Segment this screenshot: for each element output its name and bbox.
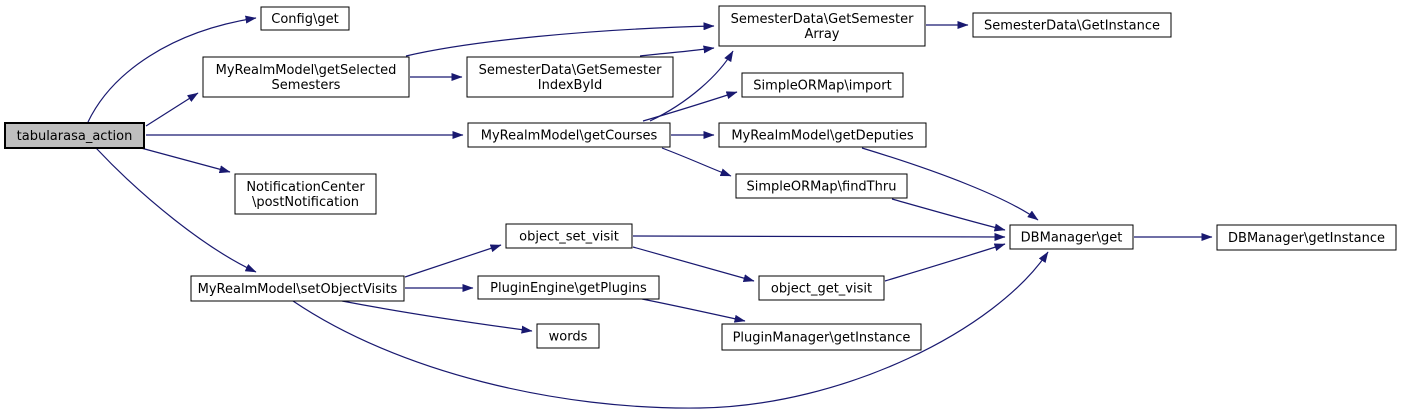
nodes-layer: tabularasa_action Config\getMyRealmModel\… xyxy=(4,5,1397,351)
edge-getselectedsemesters-getsemesterarray xyxy=(405,22,715,57)
node-box[interactable] xyxy=(972,12,1172,38)
node-label: PluginEngine\getPlugins xyxy=(490,281,647,296)
node-box[interactable] xyxy=(1009,224,1134,250)
edge-setobjectvisits-words xyxy=(341,300,533,334)
node-label: words xyxy=(549,330,588,345)
edge-findthru-dbmanager_get xyxy=(891,198,1006,232)
node-label: SemesterData\GetInstance xyxy=(984,19,1160,34)
node-label: MyRealmModel\setObjectVisits xyxy=(198,282,398,297)
edge-getcourses-findthru xyxy=(661,147,732,177)
node-label: MyRealmModel\getSelected xyxy=(216,63,397,78)
node-label: NotificationCenter xyxy=(246,180,365,195)
node-box[interactable] xyxy=(202,56,410,98)
node-config_get[interactable]: Config\get xyxy=(260,6,350,31)
node-object_get_visit[interactable]: object_get_visit xyxy=(758,275,885,301)
node-box[interactable] xyxy=(477,275,660,300)
node-postnotification[interactable]: NotificationCenter\postNotification xyxy=(234,173,377,215)
node-box[interactable] xyxy=(505,223,633,249)
node-box[interactable] xyxy=(536,323,600,349)
node-simpleormap_import[interactable]: SimpleORMap\import xyxy=(741,72,904,98)
node-pluginmanager_getinstance[interactable]: PluginManager\getInstance xyxy=(721,323,922,351)
node-label: tabularasa_action xyxy=(17,129,133,144)
edge-object_get_visit-dbmanager_get xyxy=(884,243,1006,282)
node-box[interactable] xyxy=(1216,224,1397,251)
node-box[interactable] xyxy=(467,122,671,148)
node-label: SimpleORMap\import xyxy=(753,79,891,94)
node-box[interactable] xyxy=(466,56,674,98)
node-label: Config\get xyxy=(271,12,338,27)
node-label: PluginManager\getInstance xyxy=(733,331,911,346)
node-label: Array xyxy=(804,27,839,42)
node-box[interactable] xyxy=(260,6,350,31)
node-box[interactable] xyxy=(721,323,922,351)
node-label: object_set_visit xyxy=(519,230,619,245)
edge-getsemesterindexbyid-getsemesterarray xyxy=(639,45,715,57)
node-setobjectvisits[interactable]: MyRealmModel\setObjectVisits xyxy=(190,275,405,302)
node-words[interactable]: words xyxy=(536,323,600,349)
node-getcourses[interactable]: MyRealmModel\getCourses xyxy=(467,122,671,148)
edge-tabularasa_action-config_get xyxy=(87,15,257,123)
edge-setobjectvisits-dbmanager_get xyxy=(292,251,1049,409)
node-label: DBManager\getInstance xyxy=(1228,231,1385,246)
node-label: IndexById xyxy=(538,78,603,93)
node-label: Semesters xyxy=(272,78,341,93)
node-box[interactable] xyxy=(234,173,377,215)
node-findthru[interactable]: SimpleORMap\findThru xyxy=(735,173,908,199)
node-semesterdata_getinstance[interactable]: SemesterData\GetInstance xyxy=(972,12,1172,38)
node-label: SemesterData\GetSemester xyxy=(731,12,914,27)
node-label: \postNotification xyxy=(252,195,359,210)
node-object_set_visit[interactable]: object_set_visit xyxy=(505,223,633,249)
edge-tabularasa_action-postnotification xyxy=(140,147,231,174)
node-box-highlighted[interactable] xyxy=(4,122,145,149)
node-box[interactable] xyxy=(718,122,927,148)
node-label: MyRealmModel\getCourses xyxy=(481,129,658,144)
node-tabularasa_action[interactable]: tabularasa_action xyxy=(4,122,145,149)
edge-getcourses-getsemesterarray xyxy=(649,50,734,122)
edge-object_set_visit-object_get_visit xyxy=(632,246,755,283)
node-label: DBManager\get xyxy=(1021,231,1123,246)
edge-tabularasa_action-setobjectvisits xyxy=(95,147,257,273)
node-label: MyRealmModel\getDeputies xyxy=(731,129,914,144)
node-dbmanager_getinstance[interactable]: DBManager\getInstance xyxy=(1216,224,1397,251)
node-box[interactable] xyxy=(735,173,908,199)
edge-object_set_visit-dbmanager_get xyxy=(632,232,1006,241)
node-getplugins[interactable]: PluginEngine\getPlugins xyxy=(477,275,660,300)
node-box[interactable] xyxy=(718,5,926,47)
node-label: SimpleORMap\findThru xyxy=(747,180,897,195)
node-box[interactable] xyxy=(190,275,405,302)
edge-setobjectvisits-object_set_visit xyxy=(404,244,502,278)
node-box[interactable] xyxy=(741,72,904,98)
node-getdeputies[interactable]: MyRealmModel\getDeputies xyxy=(718,122,927,148)
edge-tabularasa_action-getselectedsemesters xyxy=(145,92,199,127)
edge-getcourses-simpleormap_import xyxy=(642,91,738,122)
edge-getdeputies-dbmanager_get xyxy=(861,147,1039,221)
edges-layer xyxy=(87,15,1213,409)
node-label: SemesterData\GetSemester xyxy=(479,63,662,78)
edge-getplugins-pluginmanager_getinstance xyxy=(641,298,746,323)
node-label: object_get_visit xyxy=(771,282,872,297)
node-box[interactable] xyxy=(758,275,885,301)
node-dbmanager_get[interactable]: DBManager\get xyxy=(1009,224,1134,250)
